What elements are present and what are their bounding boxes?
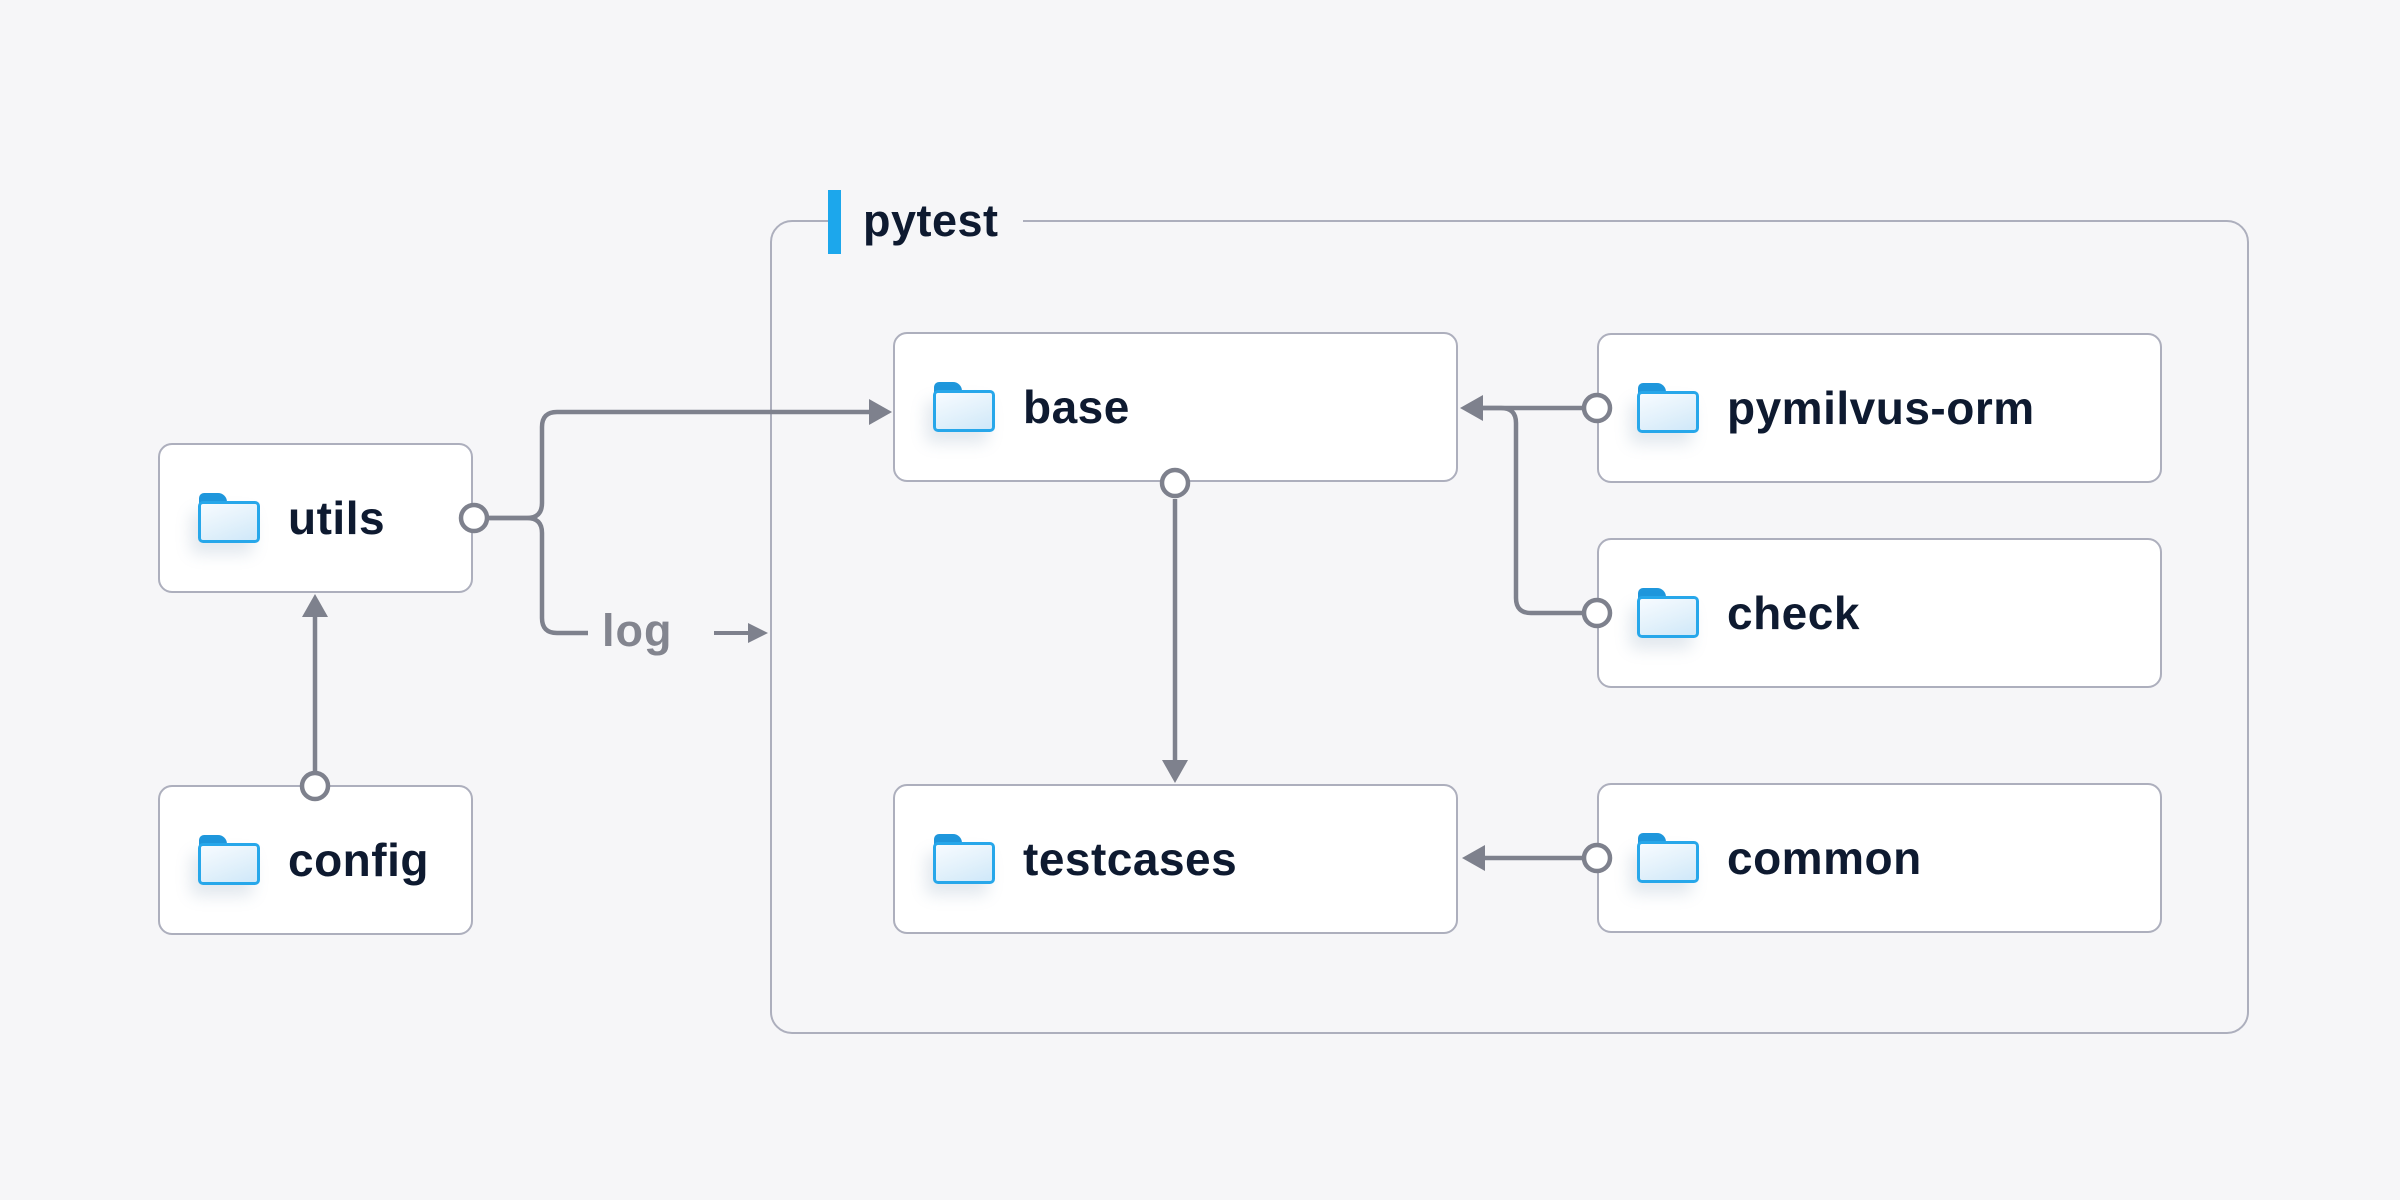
pytest-group-label: pytest [863, 194, 999, 246]
arrowhead-right-icon [748, 623, 768, 643]
folder-icon [198, 835, 260, 885]
folder-icon [1637, 833, 1699, 883]
edge-utils-to-log [488, 515, 588, 636]
node-config: config [158, 785, 473, 935]
edge-log-arrow [714, 623, 768, 643]
node-config-label: config [288, 834, 429, 886]
node-utils-label: utils [288, 492, 386, 544]
accent-bar [828, 190, 841, 254]
edge-log-label: log [602, 604, 673, 656]
node-pymilvus-orm: pymilvus-orm [1597, 333, 2162, 483]
node-base-label: base [1023, 381, 1130, 433]
pytest-group-container: pytest [770, 190, 2249, 1034]
folder-icon [198, 493, 260, 543]
node-check: check [1597, 538, 2162, 688]
node-common-label: common [1727, 832, 1922, 884]
edge-config-to-utils [299, 594, 331, 802]
folder-icon [1637, 383, 1699, 433]
node-testcases-label: testcases [1023, 833, 1238, 885]
node-check-label: check [1727, 587, 1860, 639]
node-testcases: testcases [893, 784, 1458, 934]
arrowhead-up-icon [302, 594, 328, 617]
folder-icon [933, 834, 995, 884]
folder-icon [1637, 588, 1699, 638]
node-base: base [893, 332, 1458, 482]
node-common: common [1597, 783, 2162, 933]
pytest-group-legend: pytest [828, 190, 1023, 254]
node-pymilvus-orm-label: pymilvus-orm [1727, 382, 2035, 434]
folder-icon [933, 382, 995, 432]
node-utils: utils [158, 443, 473, 593]
